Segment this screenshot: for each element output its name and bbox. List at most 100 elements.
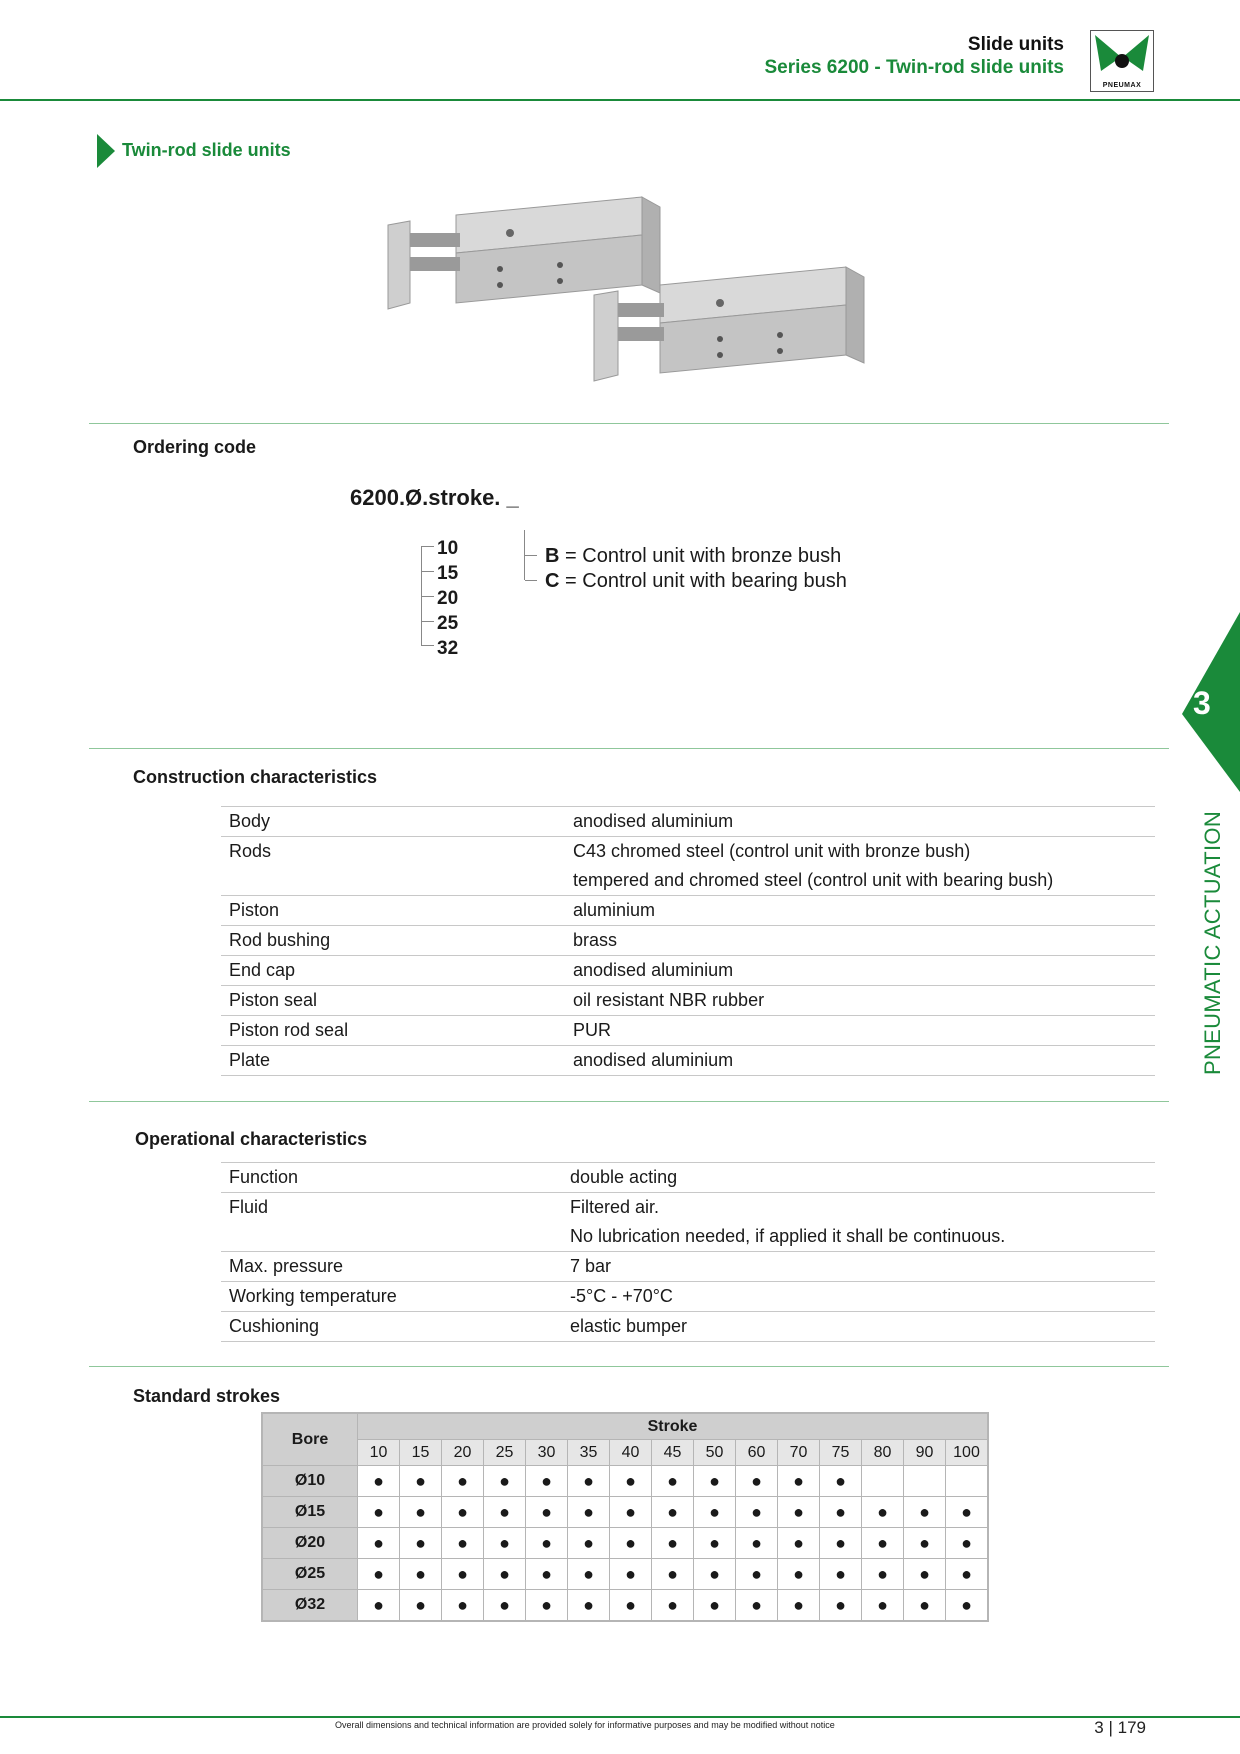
available-dot: ● <box>525 1527 568 1559</box>
available-dot: ● <box>693 1527 736 1559</box>
section-title: Twin-rod slide units <box>122 140 291 160</box>
footer-disclaimer: Overall dimensions and technical informa… <box>335 1720 835 1730</box>
available-dot: ● <box>945 1527 989 1559</box>
available-dot: ● <box>819 1558 862 1590</box>
available-dot: ● <box>777 1496 820 1528</box>
pneumax-logo-icon <box>1095 35 1149 71</box>
stroke-header: Stroke <box>357 1412 989 1440</box>
stroke-value: 10 <box>357 1439 400 1466</box>
chapter-label: PNEUMATIC ACTUATION <box>1200 810 1225 1075</box>
construction-heading: Construction characteristics <box>133 767 378 787</box>
bore-option: 20 <box>437 588 459 609</box>
available-dot: ● <box>903 1589 946 1622</box>
stroke-value: 40 <box>609 1439 652 1466</box>
available-dot: ● <box>651 1558 694 1590</box>
available-dot: ● <box>861 1558 904 1590</box>
available-dot: ● <box>609 1496 652 1528</box>
available-dot: ● <box>567 1527 610 1559</box>
available-dot: ● <box>651 1527 694 1559</box>
available-dot: ● <box>945 1496 989 1528</box>
section-divider <box>89 1101 1169 1102</box>
available-dot: ● <box>609 1558 652 1590</box>
stroke-value: 60 <box>735 1439 778 1466</box>
available-dot: ● <box>525 1496 568 1528</box>
available-dot: ● <box>525 1558 568 1590</box>
available-dot: ● <box>483 1527 526 1559</box>
available-dot: ● <box>567 1465 610 1497</box>
table-row: Working temperature-5°C - +70°C <box>221 1281 1155 1312</box>
available-dot: ● <box>735 1527 778 1559</box>
section-divider <box>89 748 1169 749</box>
available-dot: ● <box>693 1496 736 1528</box>
ordering-heading: Ordering code <box>133 437 257 457</box>
bore-label: Ø32 <box>261 1589 358 1622</box>
empty-cell <box>861 1465 904 1497</box>
available-dot: ● <box>945 1589 989 1622</box>
available-dot: ● <box>861 1496 904 1528</box>
bore-option: 10 <box>437 538 459 559</box>
stroke-value: 100 <box>945 1439 989 1466</box>
available-dot: ● <box>651 1589 694 1622</box>
stroke-value: 15 <box>399 1439 442 1466</box>
available-dot: ● <box>693 1465 736 1497</box>
page-number: 3 | 179 <box>1094 1718 1146 1737</box>
available-dot: ● <box>735 1558 778 1590</box>
table-row: Ø15●●●●●●●●●●●●●●● <box>261 1496 989 1528</box>
product-photo <box>387 196 865 382</box>
available-dot: ● <box>651 1496 694 1528</box>
available-dot: ● <box>735 1496 778 1528</box>
available-dot: ● <box>567 1558 610 1590</box>
ordering-code: 6200.Ø.stroke. _ <box>350 485 519 510</box>
available-dot: ● <box>399 1465 442 1497</box>
bush-option: C = Control unit with bearing bush <box>545 570 847 592</box>
available-dot: ● <box>819 1465 862 1497</box>
available-dot: ● <box>357 1465 400 1497</box>
available-dot: ● <box>819 1589 862 1622</box>
strokes-heading: Standard strokes <box>133 1386 281 1406</box>
available-dot: ● <box>525 1465 568 1497</box>
stroke-value: 30 <box>525 1439 568 1466</box>
section-divider <box>89 423 1169 424</box>
bore-header: Bore <box>261 1412 358 1466</box>
logo-text: PNEUMAX <box>1102 82 1142 89</box>
chapter-number: 3 <box>1193 685 1211 721</box>
bush-option: B = Control unit with bronze bush <box>545 545 842 567</box>
chapter-tab <box>1182 612 1240 792</box>
section-divider <box>89 1366 1169 1367</box>
footer-rule <box>0 1716 1240 1718</box>
available-dot: ● <box>357 1589 400 1622</box>
brand-logo: PNEUMAX <box>1090 30 1154 92</box>
available-dot: ● <box>609 1527 652 1559</box>
available-dot: ● <box>567 1589 610 1622</box>
table-row: Ø25●●●●●●●●●●●●●●● <box>261 1558 989 1590</box>
table-row: No lubrication needed, if applied it sha… <box>570 1226 1006 1246</box>
available-dot: ● <box>861 1589 904 1622</box>
available-dot: ● <box>357 1496 400 1528</box>
available-dot: ● <box>483 1558 526 1590</box>
available-dot: ● <box>903 1496 946 1528</box>
available-dot: ● <box>735 1589 778 1622</box>
stroke-value: 35 <box>567 1439 610 1466</box>
available-dot: ● <box>819 1496 862 1528</box>
bore-label: Ø20 <box>261 1527 358 1559</box>
table-row: Ø32●●●●●●●●●●●●●●● <box>261 1589 989 1622</box>
available-dot: ● <box>903 1527 946 1559</box>
available-dot: ● <box>693 1558 736 1590</box>
available-dot: ● <box>777 1527 820 1559</box>
available-dot: ● <box>609 1589 652 1622</box>
header-rule <box>0 99 1240 101</box>
bore-label: Ø15 <box>261 1496 358 1528</box>
available-dot: ● <box>441 1527 484 1559</box>
stroke-value: 75 <box>819 1439 862 1466</box>
available-dot: ● <box>819 1527 862 1559</box>
available-dot: ● <box>441 1465 484 1497</box>
